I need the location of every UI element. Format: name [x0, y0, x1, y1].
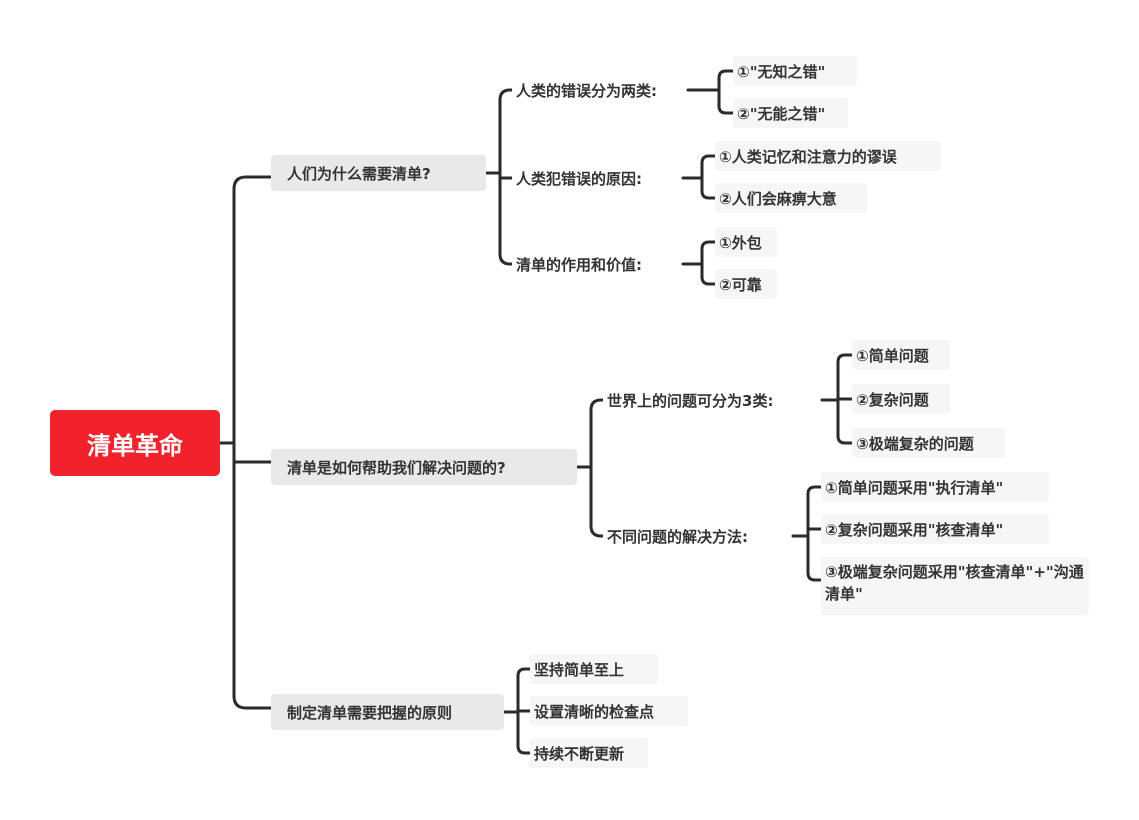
connector-branch-how	[575, 398, 605, 538]
leaf-carelessness[interactable]: ②人们会麻痹大意	[715, 183, 867, 213]
leaf-complex-check-checklist[interactable]: ②复杂问题采用"核查清单"	[821, 514, 1049, 544]
topic-error-types[interactable]: 人类的错误分为两类:	[512, 75, 657, 105]
topic-error-causes[interactable]: 人类犯错误的原因:	[512, 163, 642, 193]
connector-branch-why	[484, 88, 514, 266]
leaf-clear-checkpoints[interactable]: 设置清晰的检查点	[530, 696, 688, 726]
leaf-memory-attention[interactable]: ①人类记忆和注意力的谬误	[715, 141, 941, 171]
leaf-complex-problem[interactable]: ②复杂问题	[852, 384, 950, 414]
connector-solution-methods	[791, 485, 823, 582]
topic-checklist-value[interactable]: 清单的作用和价值:	[512, 249, 642, 279]
connector-error-causes	[681, 154, 717, 200]
topic-solution-methods[interactable]: 不同问题的解决方法:	[603, 521, 748, 551]
connector-root	[218, 175, 273, 710]
branch-checklist-principles[interactable]: 制定清单需要把握的原则	[271, 694, 504, 730]
leaf-outsourcing[interactable]: ①外包	[715, 227, 777, 257]
branch-why-need-checklist[interactable]: 人们为什么需要清单?	[271, 155, 486, 191]
leaf-ignorance-error[interactable]: ①"无知之错"	[733, 56, 857, 86]
leaf-ineptitude-error[interactable]: ②"无能之错"	[733, 98, 848, 128]
leaf-extreme-complex-problem[interactable]: ③极端复杂的问题	[852, 428, 1005, 458]
connector-checklist-value	[681, 240, 717, 286]
leaf-keep-simple[interactable]: 坚持简单至上	[530, 654, 658, 684]
root-node[interactable]: 清单革命	[50, 410, 220, 476]
leaf-simple-problem[interactable]: ①简单问题	[852, 340, 950, 370]
connector-error-types	[686, 69, 735, 115]
leaf-reliable[interactable]: ②可靠	[715, 269, 777, 299]
branch-how-checklist-helps[interactable]: 清单是如何帮助我们解决问题的?	[271, 449, 577, 485]
connector-branch-principles	[502, 667, 532, 755]
leaf-simple-execution-checklist[interactable]: ①简单问题采用"执行清单"	[821, 472, 1049, 502]
connector-problem-categories	[820, 353, 854, 445]
leaf-extreme-combined-checklist[interactable]: ③极端复杂问题采用"核查清单"+"沟通清单"	[821, 557, 1089, 615]
leaf-continuous-update[interactable]: 持续不断更新	[530, 738, 648, 768]
topic-problem-categories[interactable]: 世界上的问题可分为3类:	[603, 385, 774, 415]
